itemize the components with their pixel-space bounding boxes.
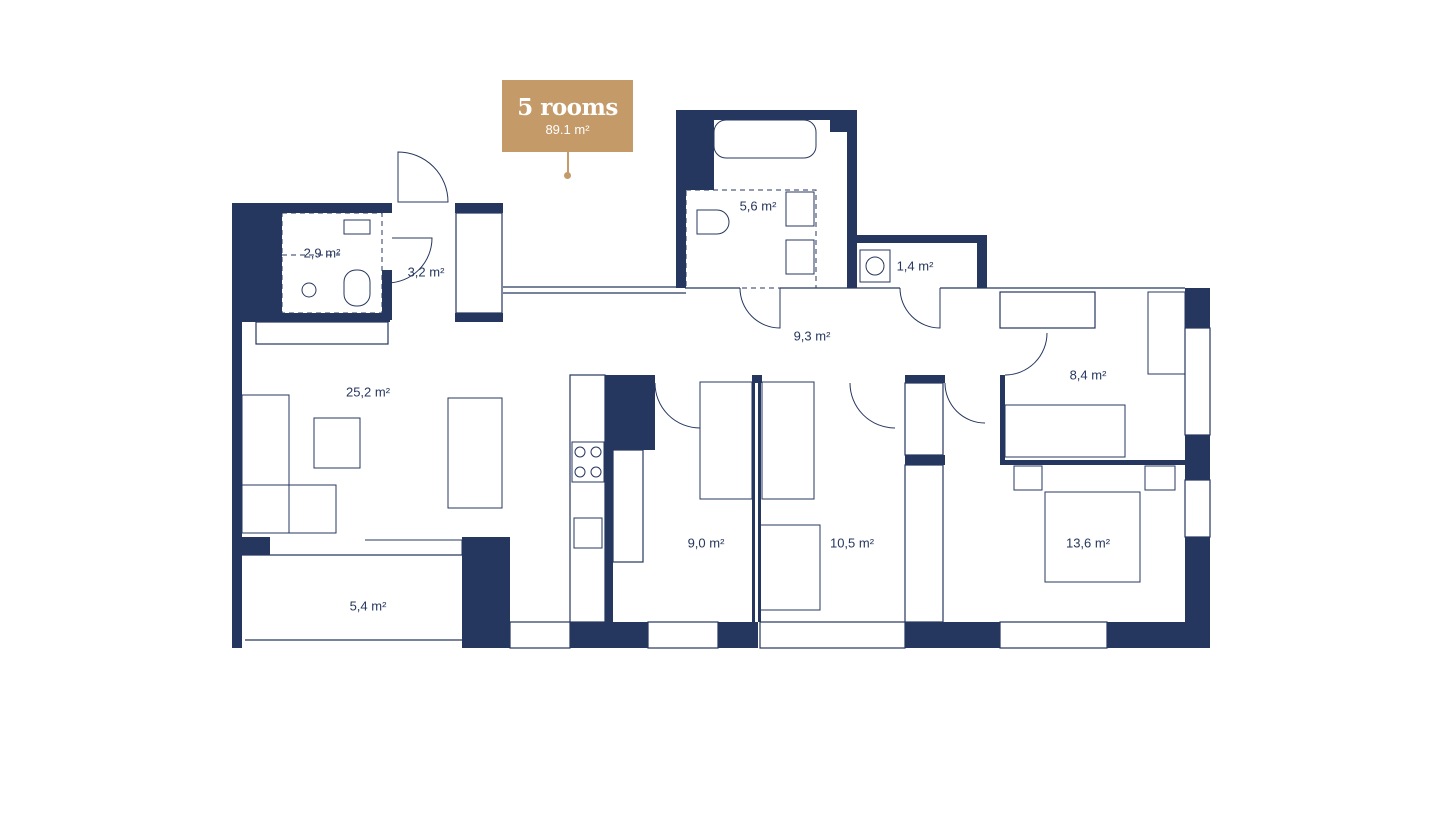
- room-area-bedroom-1: 9,0 m²: [687, 535, 725, 551]
- balcony-door: [270, 539, 463, 556]
- kitchen-sink: [573, 517, 603, 549]
- door: [944, 382, 986, 424]
- door: [849, 382, 896, 429]
- sink: [343, 219, 371, 235]
- room-area-hall: 9,3 m²: [793, 328, 831, 344]
- room-area-living: 25,2 m²: [345, 384, 391, 400]
- furniture: [241, 119, 1186, 611]
- double-bed: [1044, 491, 1141, 583]
- apartment-summary-badge: 5 rooms 89.1 m²: [502, 80, 633, 152]
- desk: [759, 524, 821, 611]
- interior-lines: [238, 212, 1211, 649]
- room-area-study: 8,4 m²: [1069, 367, 1107, 383]
- dining-table: [447, 397, 503, 509]
- walls: [232, 110, 1210, 648]
- total-area: 89.1 m²: [545, 122, 590, 137]
- desk: [1147, 291, 1186, 375]
- rooms-count: 5 rooms: [517, 94, 618, 121]
- bed: [761, 381, 815, 500]
- entry-door: [397, 151, 449, 203]
- bed: [1004, 404, 1126, 458]
- badge-pointer-dot: [564, 172, 571, 179]
- room-area-wc: 2,9 m²: [303, 245, 341, 261]
- shower: [301, 282, 317, 298]
- door: [1004, 332, 1048, 376]
- bed: [699, 381, 753, 500]
- door: [654, 382, 701, 429]
- room-area-laundry: 1,4 m²: [896, 258, 934, 274]
- room-area-balcony: 5,4 m²: [349, 598, 387, 614]
- toilet: [343, 269, 371, 307]
- door: [899, 287, 941, 329]
- badge-pointer: [567, 152, 569, 174]
- door: [739, 287, 781, 329]
- toilet: [696, 209, 730, 235]
- room-area-master-bedroom: 13,6 m²: [1065, 535, 1111, 551]
- sofa: [241, 394, 290, 534]
- washing-machine: [859, 249, 891, 283]
- room-area-bedroom-2: 10,5 m²: [829, 535, 875, 551]
- room-area-entry: 3,2 m²: [407, 264, 445, 280]
- sink: [785, 191, 815, 227]
- zone-dashes: [281, 189, 817, 314]
- coffee-table: [313, 417, 361, 469]
- stove: [571, 441, 605, 483]
- room-area-bathroom: 5,6 m²: [739, 198, 777, 214]
- bathtub: [713, 119, 817, 159]
- sink: [785, 239, 815, 275]
- door: [386, 237, 433, 284]
